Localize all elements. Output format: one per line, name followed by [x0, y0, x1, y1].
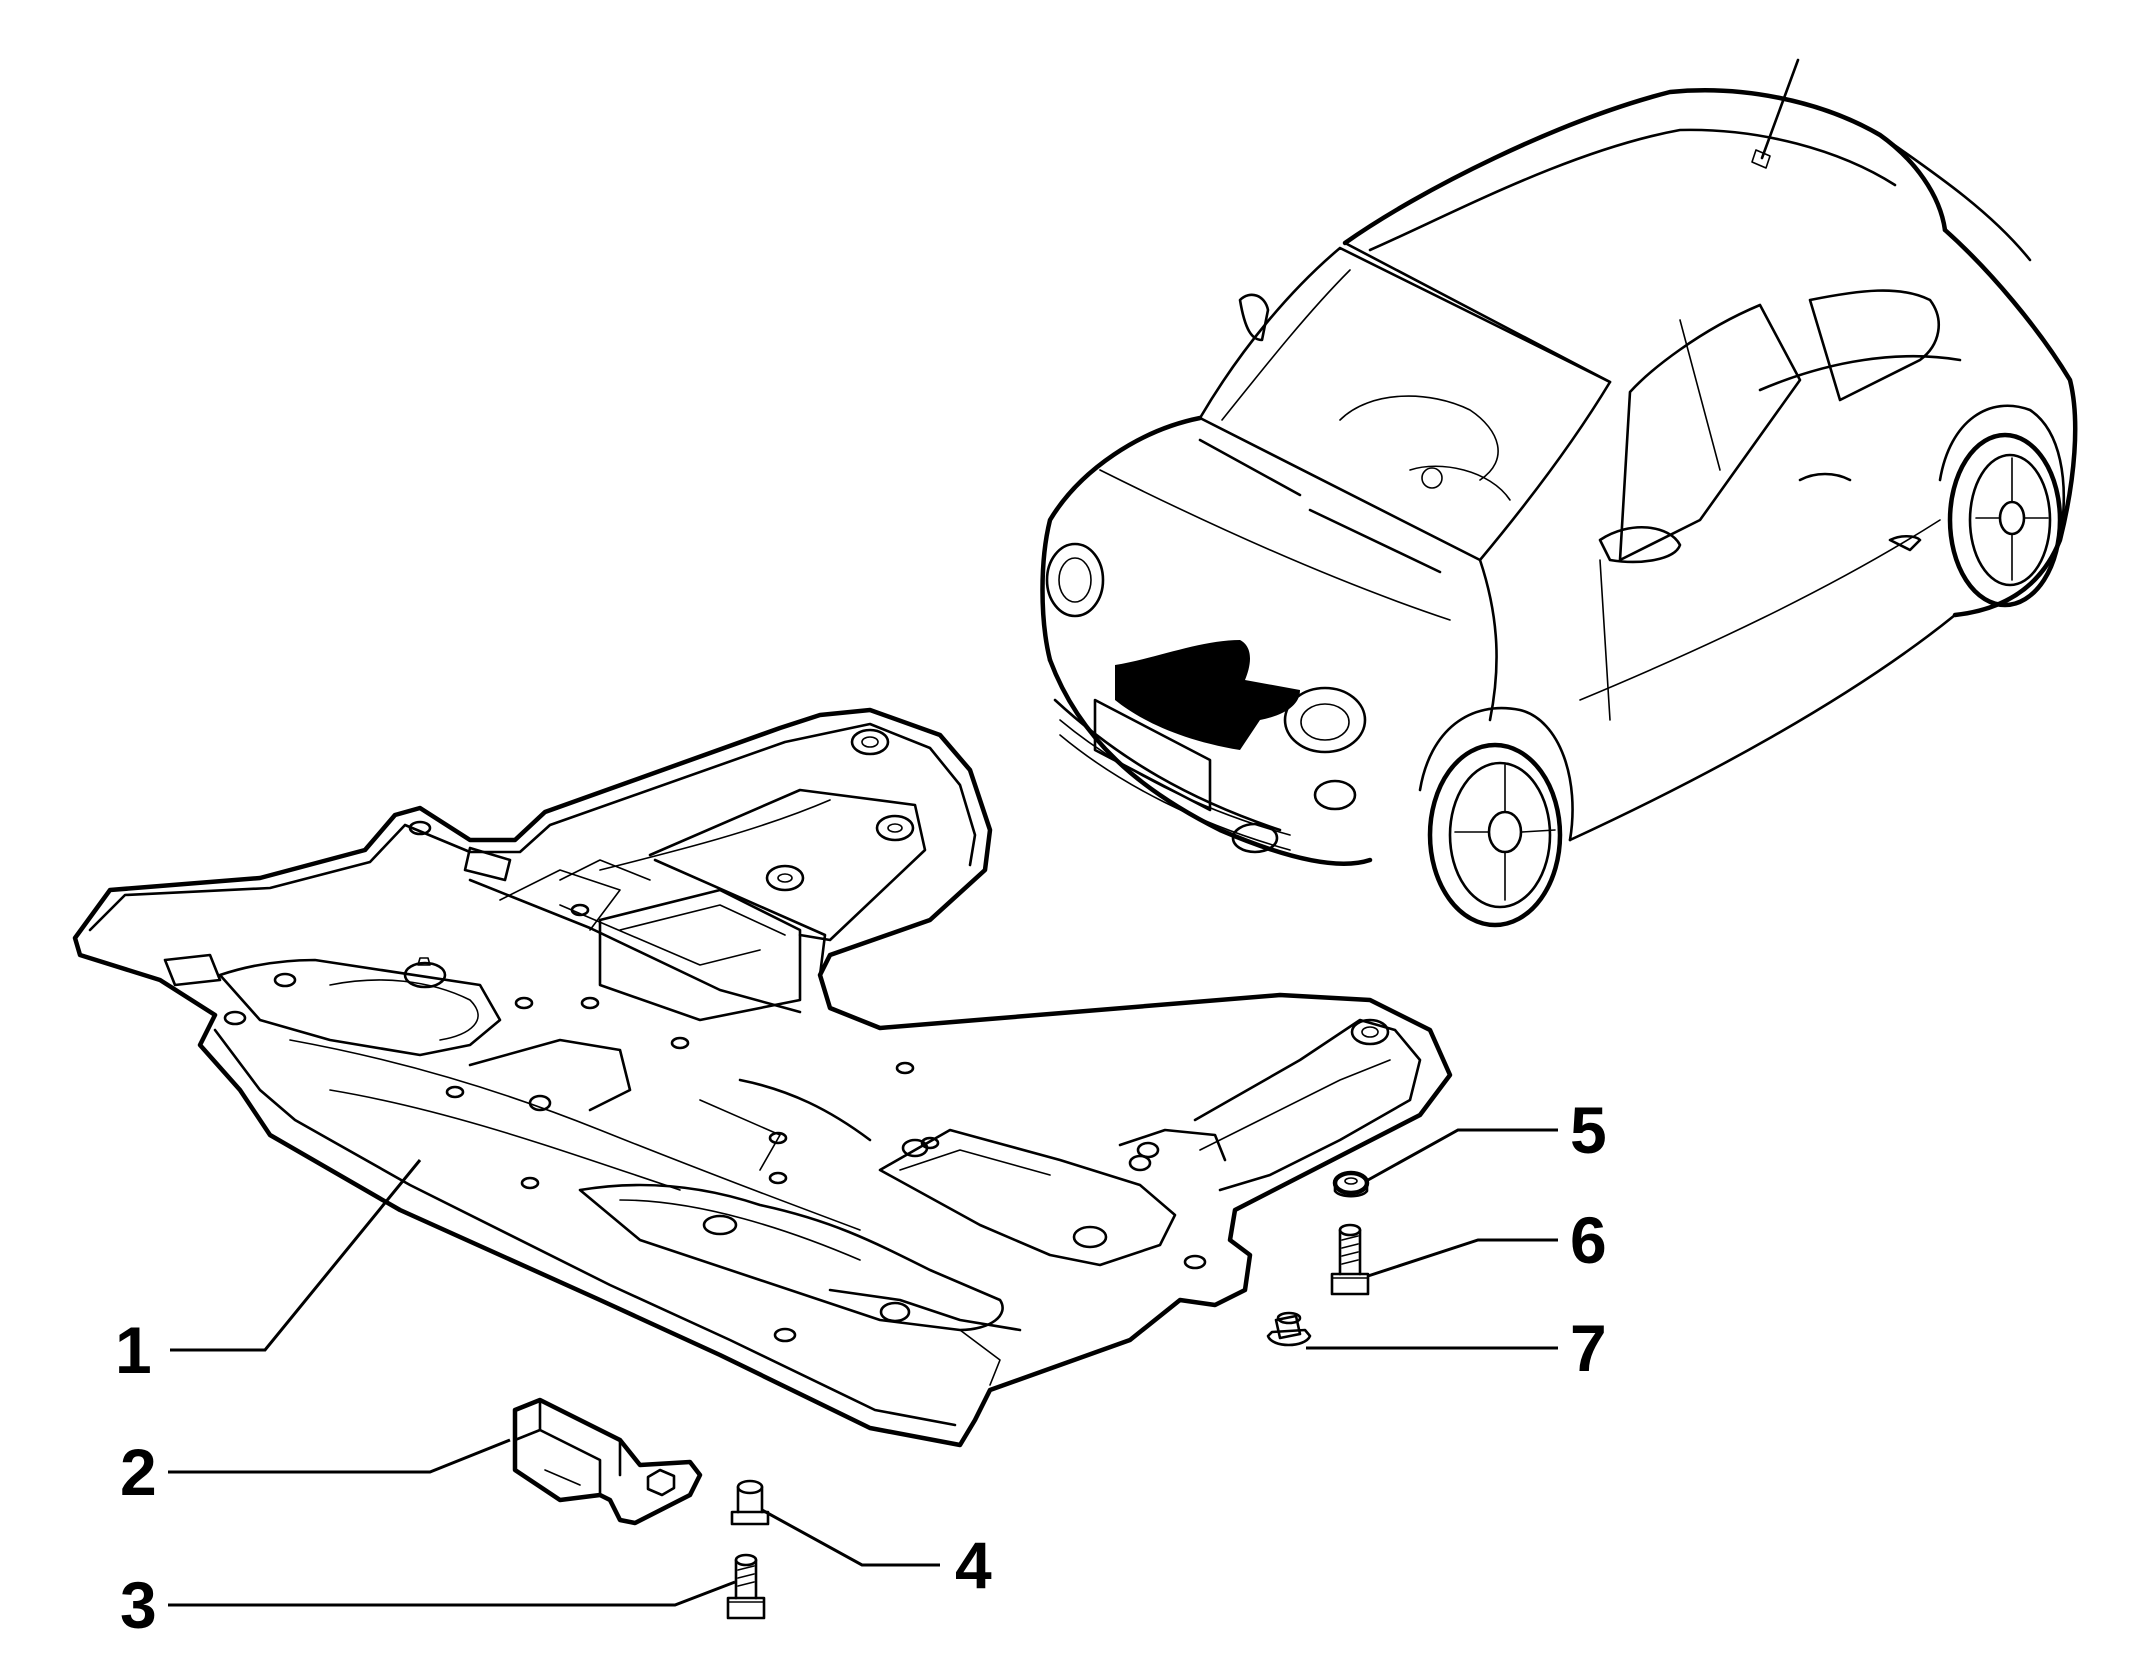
spacer-4 — [730, 1479, 770, 1526]
bracket — [512, 1397, 703, 1526]
callout-6: 6 — [1570, 1203, 1607, 1277]
leader-6 — [1367, 1238, 1558, 1278]
leader-4 — [761, 1508, 940, 1567]
callout-2: 2 — [120, 1435, 157, 1509]
callout-labels: 1 2 3 4 5 6 7 — [115, 1093, 1607, 1642]
leader-5 — [1367, 1128, 1558, 1182]
callout-3: 3 — [120, 1568, 157, 1642]
underbody-shield — [72, 707, 1453, 1448]
car-illustration — [1040, 58, 2078, 928]
leader-2 — [168, 1438, 511, 1474]
callout-1: 1 — [115, 1313, 152, 1387]
bolt-6 — [1330, 1223, 1370, 1296]
callout-5: 5 — [1570, 1093, 1607, 1167]
bolt-3 — [726, 1553, 766, 1620]
callout-4: 4 — [955, 1528, 992, 1602]
leader-1 — [170, 1159, 422, 1352]
leader-3 — [168, 1580, 736, 1607]
washer-5 — [1332, 1170, 1370, 1198]
leader-lines — [168, 1128, 1558, 1607]
callout-7: 7 — [1570, 1311, 1607, 1385]
nut-7 — [1266, 1311, 1312, 1347]
